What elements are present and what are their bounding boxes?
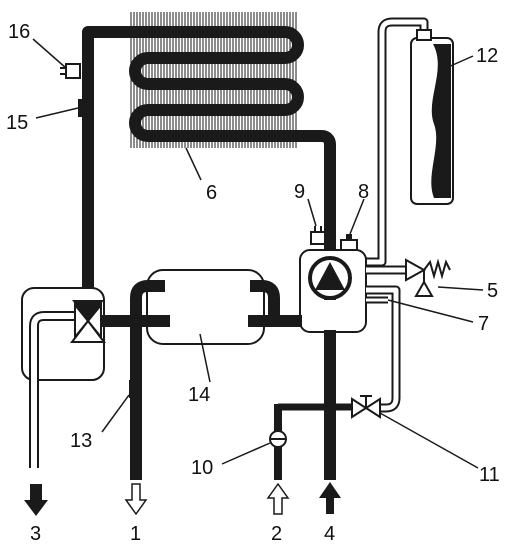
label-6: 6	[206, 182, 217, 204]
label-13: 13	[70, 430, 92, 452]
label-10: 10	[191, 457, 213, 479]
light-pipes	[29, 265, 406, 468]
sensor-16	[60, 63, 81, 79]
label-2: 2	[271, 523, 282, 545]
flow-arrows	[24, 482, 341, 516]
number-labels: 16 15 6 9 8 12 5 7 11 14 13 10 3 1 2 4	[6, 21, 500, 545]
bypass-valve-11	[351, 395, 381, 419]
safety-valve-5	[405, 258, 451, 297]
sensor-15	[78, 99, 83, 117]
expansion-vessel	[366, 17, 454, 267]
flow-meter-10	[269, 430, 287, 448]
pipe-phx-right	[250, 280, 280, 322]
sensor-8	[340, 234, 358, 251]
label-11: 11	[479, 464, 500, 486]
label-16: 16	[8, 21, 30, 43]
sensor-9	[310, 226, 326, 245]
label-12: 12	[476, 45, 498, 67]
three-way-valve	[69, 300, 107, 343]
pipe-cold-out	[130, 280, 165, 480]
expansion-vessel-membrane	[431, 44, 451, 198]
heat-exchanger	[82, 12, 336, 335]
dark-pipes	[96, 270, 354, 480]
label-7: 7	[478, 313, 489, 335]
circulation-pump	[308, 256, 352, 300]
arrow-4-in	[319, 482, 341, 514]
heat-exchanger-coil	[82, 26, 336, 335]
arrow-2-in	[266, 482, 290, 515]
label-9: 9	[294, 181, 305, 203]
leader-lines	[32, 38, 484, 469]
label-4: 4	[324, 523, 335, 545]
label-3: 3	[30, 523, 41, 545]
arrow-1-out	[124, 483, 148, 516]
expansion-vessel-valve	[416, 29, 432, 41]
label-8: 8	[358, 181, 369, 203]
label-1: 1	[130, 523, 141, 545]
label-15: 15	[6, 112, 28, 134]
plate-heat-exchanger	[146, 269, 265, 345]
label-14: 14	[188, 384, 210, 406]
sensor-13	[129, 380, 134, 398]
label-5: 5	[487, 280, 498, 302]
arrow-3-out	[24, 484, 48, 516]
